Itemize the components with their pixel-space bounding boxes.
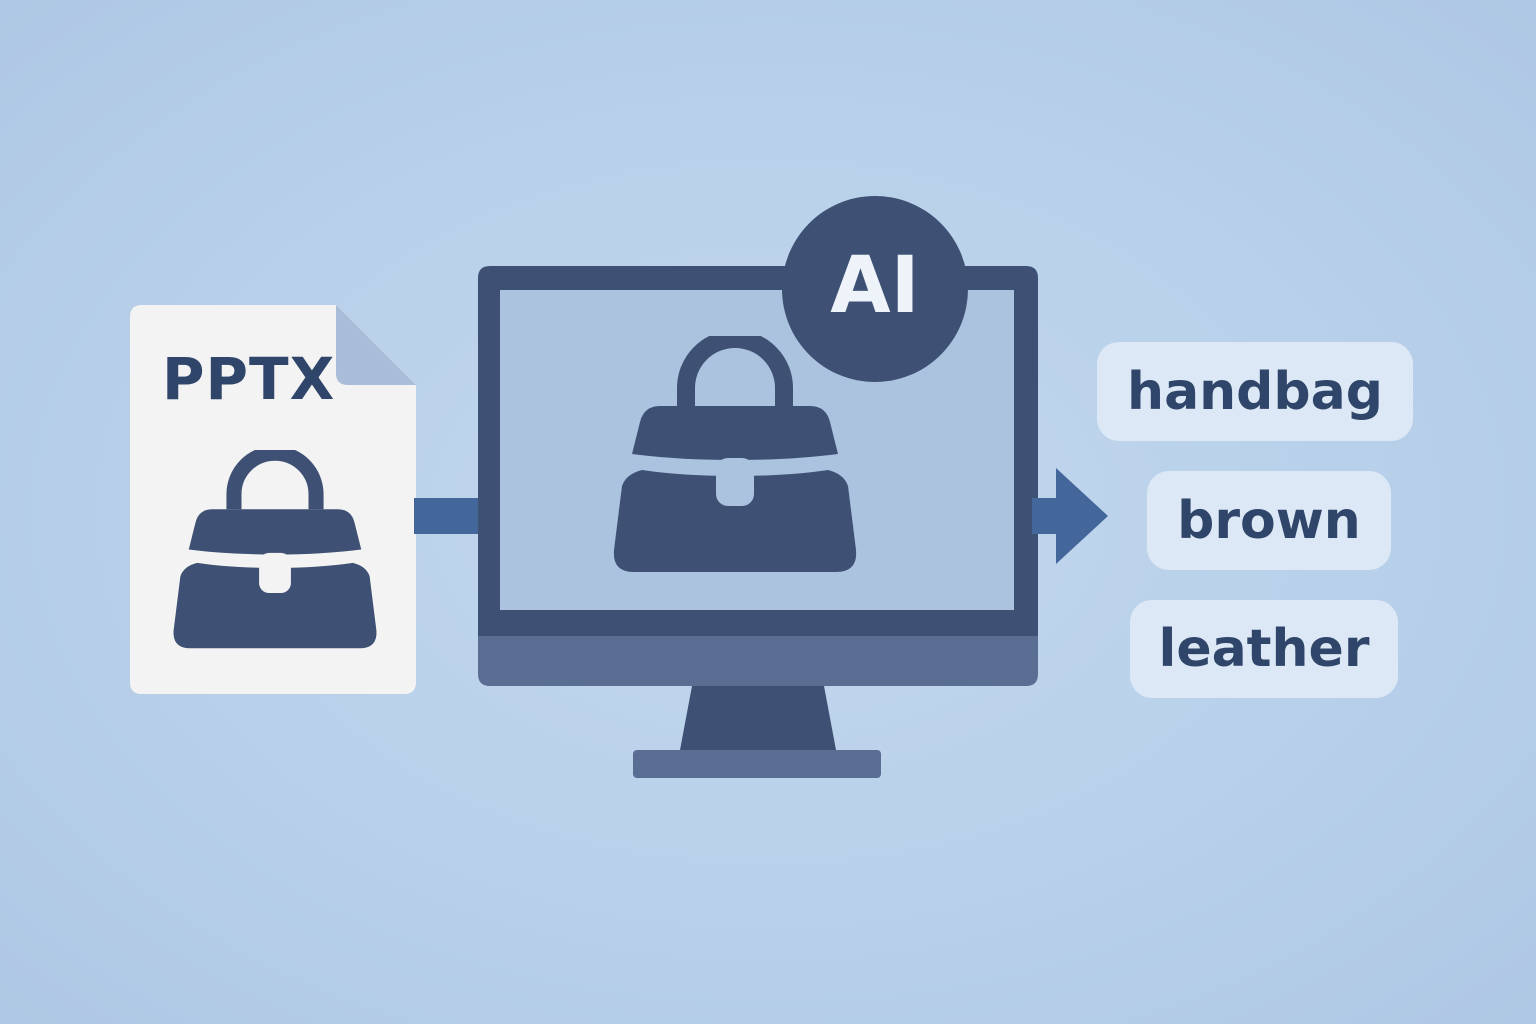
ai-badge: AI [782, 196, 968, 382]
document-type-label: PPTX [162, 345, 336, 413]
handbag-icon [613, 336, 857, 572]
handbag-icon [173, 450, 377, 649]
tag-leather: leather [1130, 600, 1398, 698]
ai-badge-label: AI [830, 241, 920, 331]
tag-handbag: handbag [1097, 342, 1413, 441]
tag-brown: brown [1147, 471, 1391, 570]
arrow-right-icon [1032, 468, 1108, 564]
